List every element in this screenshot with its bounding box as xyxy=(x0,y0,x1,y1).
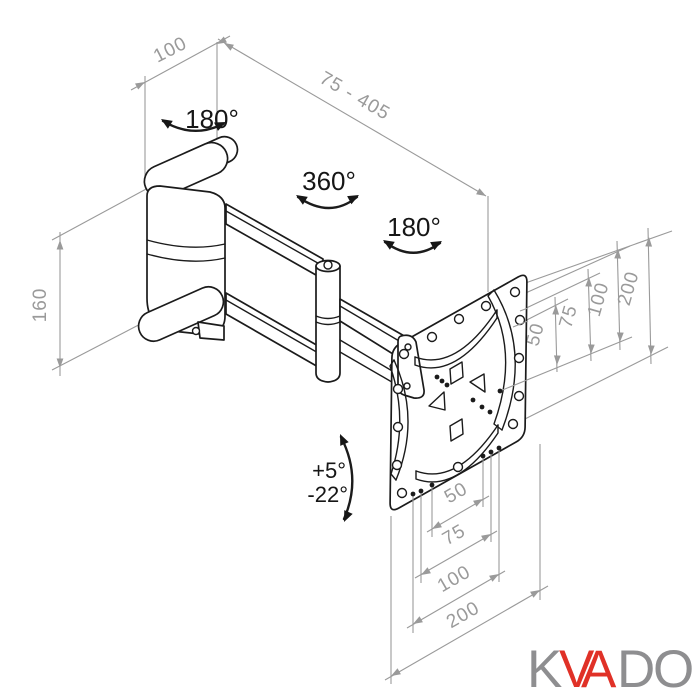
swivel-elbow-label: 360° xyxy=(302,166,356,196)
logo-letter-d: D xyxy=(617,640,655,699)
vesa-plate xyxy=(389,274,528,511)
logo-letter-k: K xyxy=(527,640,562,699)
dim-wall-bracket-height: 160 xyxy=(30,187,153,376)
swivel-plate-label: 180° xyxy=(387,212,441,242)
dimension-leaders-over xyxy=(410,307,529,502)
logo-letter-v: V xyxy=(559,640,595,699)
tilt-arrow: +5° -22° xyxy=(307,432,354,524)
dim-right-75: 75 xyxy=(555,302,582,330)
tilt-down-label: -22° xyxy=(307,482,348,507)
kvado-logo: K V A D O xyxy=(527,640,694,699)
swivel-arrow-elbow: 360° xyxy=(293,166,362,210)
swivel-wall-label: 180° xyxy=(185,104,239,134)
logo-letter-o: O xyxy=(653,640,694,699)
swivel-arrow-plate: 180° xyxy=(380,212,445,254)
dim-height-label: 160 xyxy=(30,288,51,323)
plate-center-cutouts xyxy=(428,361,493,442)
dim-width-label: 100 xyxy=(150,33,190,67)
dim-extension-label: 75 - 405 xyxy=(316,68,394,125)
swivel-arrow-wall: 180° xyxy=(158,104,239,134)
tilt-up-label: +5° xyxy=(312,458,346,483)
rotation-annotations: 180° 360° 180° +5° -22° xyxy=(158,104,445,524)
lower-arm xyxy=(225,292,321,369)
upper-arm xyxy=(225,203,324,280)
dim-bottom-75: 75 xyxy=(439,520,470,550)
dim-bottom-50: 50 xyxy=(441,478,472,508)
plate-mounting-holes xyxy=(391,286,526,499)
logo-letter-a: A xyxy=(581,640,617,699)
pivot-column xyxy=(315,259,341,383)
wall-bracket xyxy=(137,135,239,343)
dim-bottom-200: 200 xyxy=(443,597,484,633)
